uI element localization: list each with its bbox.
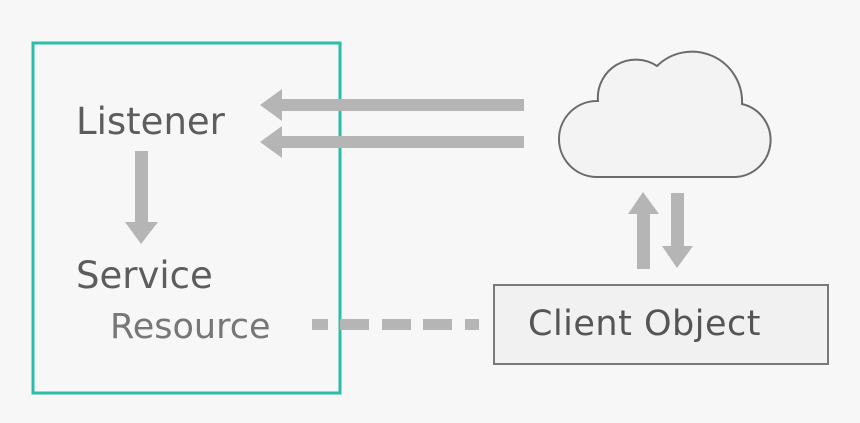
cloud-to-listener-arrow-2-shaft — [278, 136, 524, 148]
client-object-label: Client Object — [528, 304, 761, 344]
dash-segment — [340, 319, 369, 330]
dash-segment — [465, 319, 479, 330]
cloud-to-client-arrow-head — [662, 246, 693, 268]
client-object-box — [493, 284, 829, 365]
dash-segment — [382, 319, 411, 330]
client-to-cloud-arrow-shaft — [637, 212, 650, 269]
resource-to-client-dashed-line — [312, 319, 479, 330]
listener-to-service-arrow-head — [125, 222, 158, 244]
listener-to-service-arrow-shaft — [135, 151, 148, 224]
resource-label: Resource — [110, 307, 271, 347]
cloud-to-listener-arrow-1-head — [260, 89, 282, 121]
cloud-to-client-arrow-shaft — [671, 193, 684, 248]
service-label: Service — [76, 254, 213, 297]
cloud-to-client-arrow — [662, 193, 693, 268]
cloud-to-listener-arrow-1-shaft — [278, 99, 524, 111]
cloud-icon — [558, 50, 772, 178]
service-container-box — [31, 41, 342, 395]
listener-to-service-arrow — [125, 151, 158, 244]
client-to-cloud-arrow — [628, 192, 659, 269]
cloud-to-listener-arrow-2-head — [260, 126, 282, 158]
client-to-cloud-arrow-head — [628, 192, 659, 214]
cloud-to-listener-arrows — [260, 89, 524, 158]
dash-segment — [423, 319, 452, 330]
listener-label: Listener — [76, 100, 225, 143]
dash-segment — [312, 319, 328, 330]
